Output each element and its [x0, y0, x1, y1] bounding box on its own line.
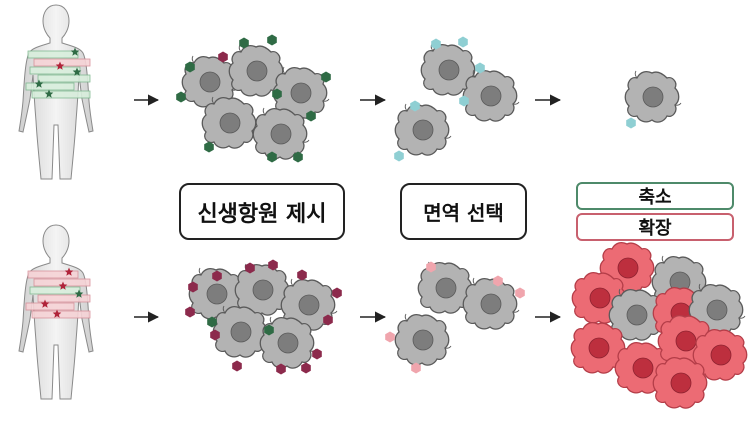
legend-expand: 확장: [576, 213, 734, 241]
tumor-cluster-initial: [176, 34, 331, 163]
tumor-cluster-shrunk: [624, 70, 682, 129]
tumor-cluster-expanded: [570, 241, 748, 409]
tumor-cluster-immune-selected-bottom: [385, 261, 525, 374]
human-figure-top: [18, 4, 94, 180]
tumor-bands-top: [25, 50, 91, 99]
tumor-cluster-immune-selected: [394, 36, 520, 162]
human-figure-bottom: [18, 224, 94, 400]
neoantigen-presentation-label: 신생항원 제시: [179, 183, 345, 240]
legend-shrink: 축소: [576, 182, 734, 210]
immune-selection-label: 면역 선택: [400, 183, 527, 240]
tumor-cluster-initial-bottom: [185, 259, 342, 375]
tumor-bands-bottom: [25, 270, 91, 319]
